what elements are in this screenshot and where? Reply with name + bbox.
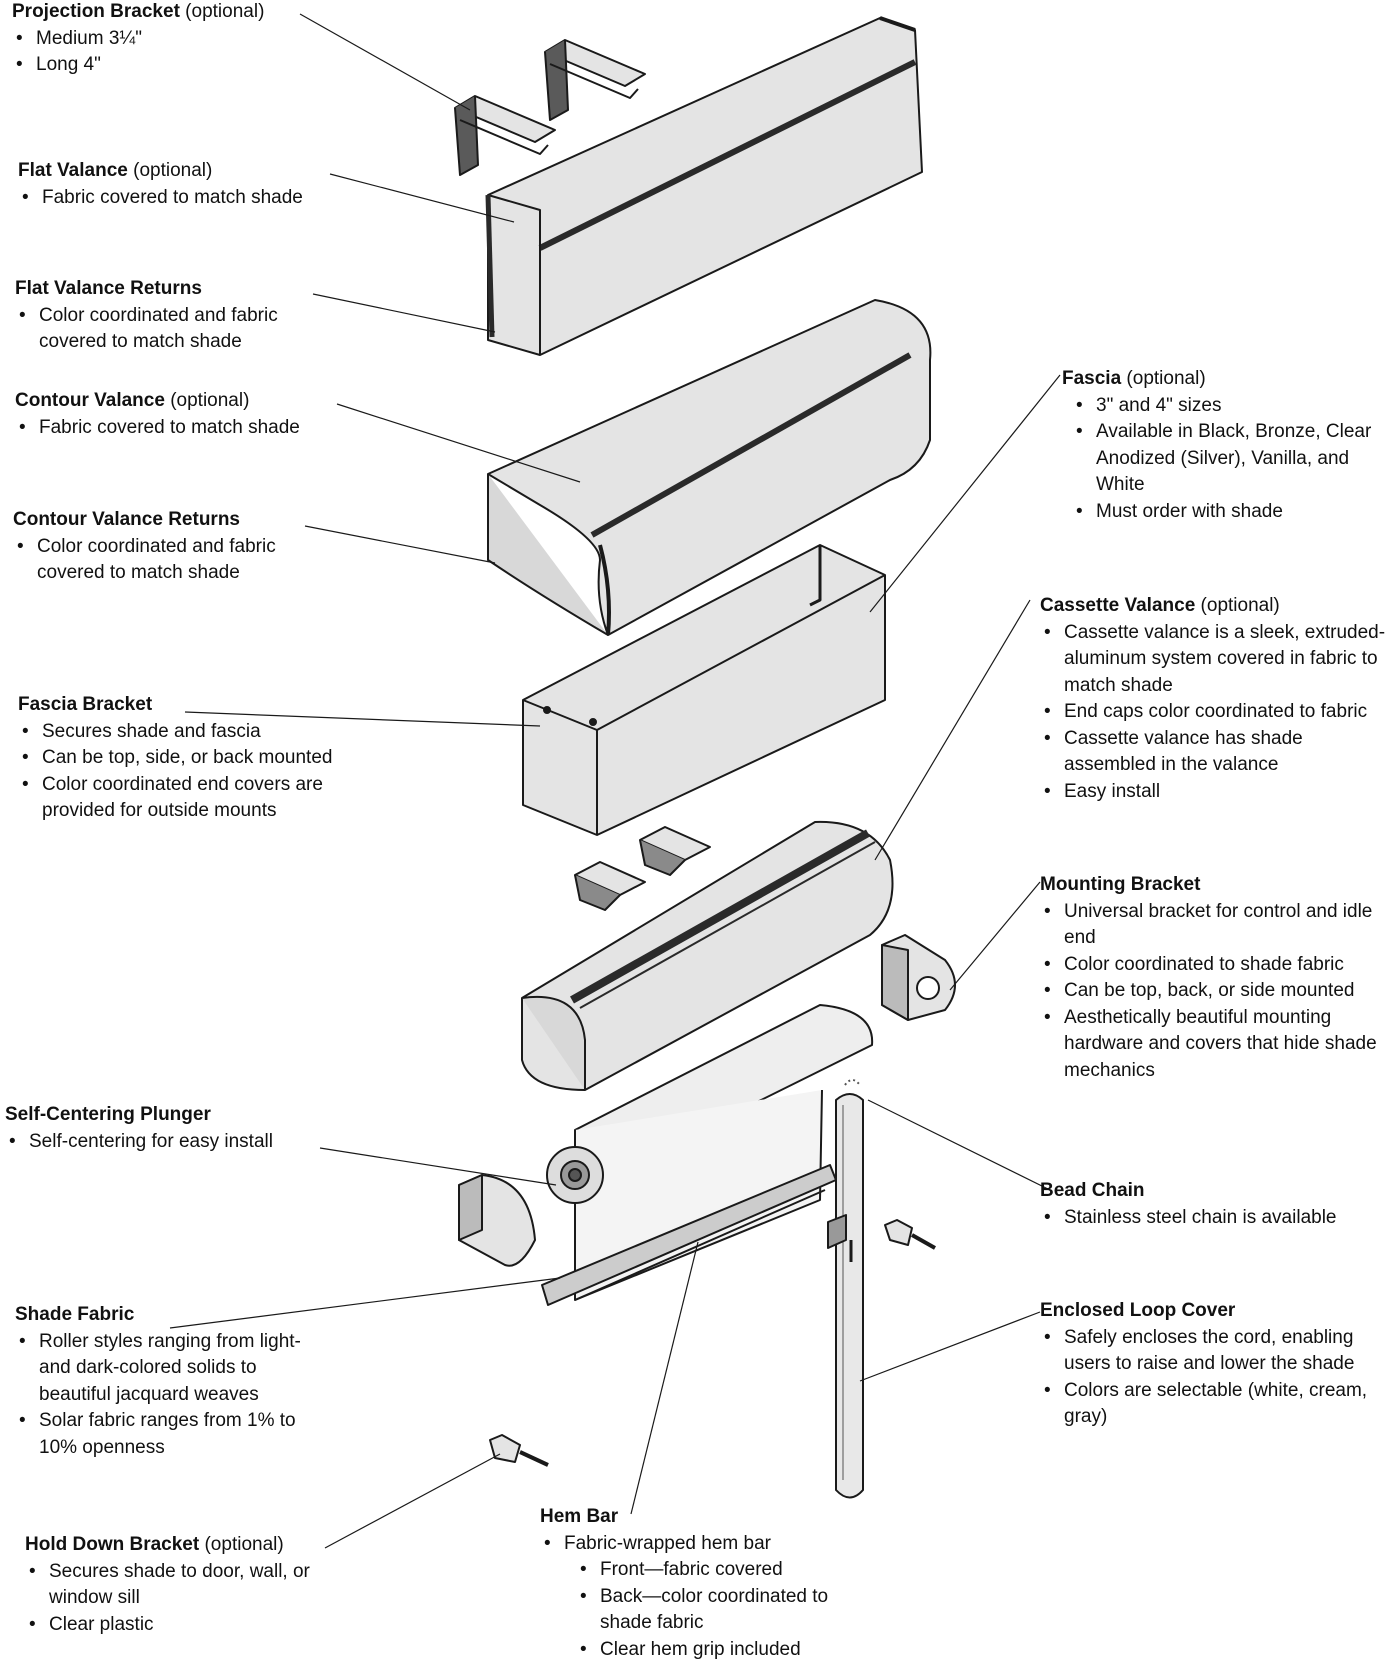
callout-bullet: Cassette valance has shade assembled in … (1040, 726, 1390, 779)
callout-enclosed-loop-cover: Enclosed Loop Cover Safely encloses the … (1040, 1298, 1370, 1431)
callout-mounting-bracket: Mounting Bracket Universal bracket for c… (1040, 872, 1390, 1084)
callout-bullet: Colors are selectable (white, cream, gra… (1040, 1378, 1370, 1431)
callout-bullet: Clear plastic (25, 1612, 325, 1639)
callout-note: (optional) (165, 390, 250, 411)
callout-cassette-valance: Cassette Valance (optional) Cassette val… (1040, 593, 1390, 805)
callout-bullet: Safely encloses the cord, enabling users… (1040, 1325, 1370, 1378)
callout-title: Hold Down Bracket (25, 1534, 199, 1555)
callout-hem-bar: Hem Bar Fabric-wrapped hem bar Front—fab… (540, 1504, 880, 1663)
callout-bullet: Can be top, side, or back mounted (18, 745, 388, 772)
callout-title: Fascia (1062, 368, 1121, 389)
callout-bullet: Medium 3¼" (12, 26, 322, 53)
callout-note: (optional) (180, 1, 265, 22)
callout-note: (optional) (128, 160, 213, 181)
callout-self-centering-plunger: Self-Centering Plunger Self-centering fo… (5, 1102, 325, 1155)
callout-bullet: Secures shade to door, wall, or window s… (25, 1559, 325, 1612)
callout-bullet: 3" and 4" sizes (1072, 393, 1392, 420)
callout-flat-valance-returns: Flat Valance Returns Color coordinated a… (15, 276, 315, 356)
callout-bullet: Stainless steel chain is available (1040, 1205, 1390, 1232)
callout-flat-valance: Flat Valance (optional) Fabric covered t… (18, 158, 348, 211)
callout-bullet: Fabric-wrapped hem bar (540, 1531, 880, 1558)
callout-bullet: Color coordinated to shade fabric (1040, 952, 1390, 979)
plunger-end-cap-part (459, 1175, 535, 1266)
callout-title: Cassette Valance (1040, 595, 1195, 616)
callout-title: Flat Valance (18, 160, 128, 181)
callout-title: Fascia Bracket (18, 694, 152, 715)
callout-title: Enclosed Loop Cover (1040, 1300, 1235, 1321)
callout-bullet: Must order with shade (1072, 499, 1392, 526)
callout-note: (optional) (199, 1534, 284, 1555)
callout-title: Shade Fabric (15, 1304, 134, 1325)
callout-title: Flat Valance Returns (15, 278, 202, 299)
callout-title: Hem Bar (540, 1506, 618, 1527)
callout-bullet: Solar fabric ranges from 1% to 10% openn… (15, 1408, 325, 1461)
callout-bullet: Aesthetically beautiful mounting hardwar… (1040, 1005, 1390, 1085)
callout-fascia-bracket: Fascia Bracket Secures shade and fascia … (18, 692, 388, 825)
callout-contour-valance: Contour Valance (optional) Fabric covere… (15, 388, 345, 441)
callout-hold-down-bracket: Hold Down Bracket (optional) Secures sha… (25, 1532, 325, 1638)
callout-note: (optional) (1195, 595, 1280, 616)
callout-bullet: Available in Black, Bronze, Clear Anodiz… (1072, 419, 1392, 499)
callout-title: Bead Chain (1040, 1180, 1145, 1201)
callout-bullet: Color coordinated end covers are provide… (18, 772, 388, 825)
callout-title: Projection Bracket (12, 1, 180, 22)
callout-bullet: Secures shade and fascia (18, 719, 388, 746)
fascia-part (523, 545, 885, 835)
callout-title: Contour Valance Returns (13, 509, 240, 530)
callout-bullet: Cassette valance is a sleek, extruded-al… (1040, 620, 1390, 700)
callout-sub-bullet: Clear hem grip included (576, 1637, 880, 1663)
callout-bullet: Can be top, back, or side mounted (1040, 978, 1390, 1005)
callout-bullet: Roller styles ranging from light- and da… (15, 1329, 325, 1409)
callout-shade-fabric: Shade Fabric Roller styles ranging from … (15, 1302, 325, 1461)
callout-bullet: Fabric covered to match shade (15, 415, 345, 442)
callout-bullet: Fabric covered to match shade (18, 185, 348, 212)
callout-title: Self-Centering Plunger (5, 1104, 211, 1125)
callout-fascia: Fascia (optional) 3" and 4" sizes Availa… (1062, 366, 1392, 525)
callout-bullet: Self-centering for easy install (5, 1129, 325, 1156)
callout-sub-bullet: Back—color coordinated to shade fabric (576, 1584, 880, 1637)
callout-sub-bullet: Front—fabric covered (576, 1557, 880, 1584)
callout-bullet: Easy install (1040, 779, 1390, 806)
callout-bullet: Color coordinated and fabric covered to … (13, 534, 313, 587)
mounting-bracket-part (882, 935, 955, 1020)
callout-title: Contour Valance (15, 390, 165, 411)
callout-bullet: Color coordinated and fabric covered to … (15, 303, 315, 356)
callout-projection-bracket: Projection Bracket (optional) Medium 3¼"… (12, 0, 322, 79)
callout-bullet: End caps color coordinated to fabric (1040, 699, 1390, 726)
callout-title: Mounting Bracket (1040, 874, 1200, 895)
hold-down-bracket-part (490, 1220, 935, 1465)
callout-bead-chain: Bead Chain Stainless steel chain is avai… (1040, 1178, 1390, 1231)
callout-bullet: Long 4" (12, 52, 322, 79)
enclosed-loop-cover-part (828, 1080, 863, 1498)
callout-note: (optional) (1121, 368, 1206, 389)
callout-bullet: Universal bracket for control and idle e… (1040, 899, 1390, 952)
callout-contour-valance-returns: Contour Valance Returns Color coordinate… (13, 507, 313, 587)
